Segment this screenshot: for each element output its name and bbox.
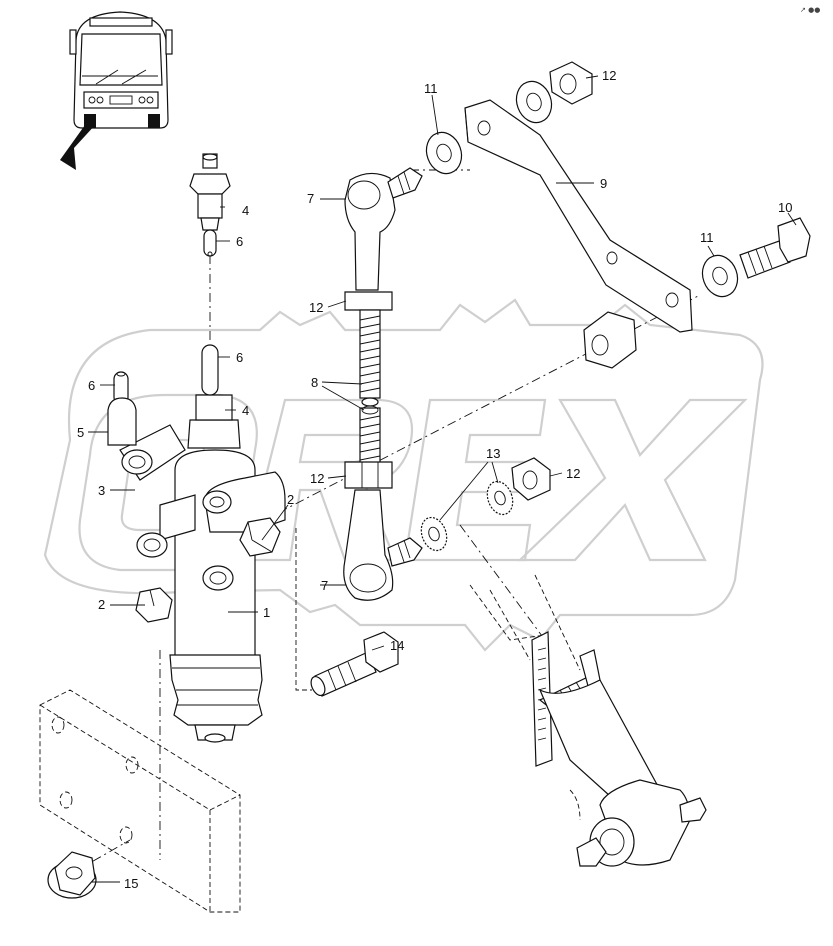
leader-lines bbox=[88, 75, 797, 883]
callout-6-left: 6 bbox=[88, 378, 95, 393]
callout-7-upper: 7 bbox=[307, 191, 314, 206]
callout-1: 1 bbox=[263, 605, 270, 620]
bus-icon bbox=[60, 11, 173, 170]
callouts: 1 2 2 3 4 4 5 6 6 6 7 7 8 9 10 11 11 12 … bbox=[77, 68, 792, 891]
callout-12-rod-upper: 12 bbox=[309, 300, 323, 315]
hex-nut-bracket bbox=[583, 311, 637, 369]
callout-8: 8 bbox=[311, 375, 318, 390]
callout-12-rod-lower: 12 bbox=[310, 471, 324, 486]
callout-10: 10 bbox=[778, 200, 792, 215]
callout-9: 9 bbox=[600, 176, 607, 191]
callout-6-upper: 6 bbox=[236, 234, 243, 249]
callout-15: 15 bbox=[124, 876, 138, 891]
callout-14: 14 bbox=[390, 638, 404, 653]
callout-2-right: 2 bbox=[287, 492, 294, 507]
left-fitting bbox=[107, 371, 137, 446]
upper-fitting bbox=[189, 153, 231, 257]
rod-end-lower bbox=[343, 489, 423, 601]
bracket bbox=[464, 99, 693, 333]
bolt-10 bbox=[701, 217, 811, 298]
callout-4-lower: 4 bbox=[242, 403, 249, 418]
top-washers-nut bbox=[425, 61, 593, 175]
callout-7-lower: 7 bbox=[321, 578, 328, 593]
callout-11-right: 11 bbox=[700, 230, 714, 245]
callout-12-right: 12 bbox=[566, 466, 580, 481]
callout-4-upper: 4 bbox=[242, 203, 249, 218]
callout-12-top: 12 bbox=[602, 68, 616, 83]
callout-5: 5 bbox=[77, 425, 84, 440]
rod-end-upper bbox=[344, 167, 423, 291]
callout-13: 13 bbox=[486, 446, 500, 461]
threaded-rod bbox=[344, 291, 393, 489]
callout-2-left: 2 bbox=[98, 597, 105, 612]
callout-11-top: 11 bbox=[424, 81, 438, 96]
flange-nut bbox=[47, 851, 97, 899]
lock-washers bbox=[420, 457, 551, 552]
plug-right bbox=[239, 517, 281, 557]
plug-left bbox=[135, 587, 173, 623]
bolt-14 bbox=[310, 631, 399, 697]
linkage-assembly bbox=[469, 574, 707, 867]
valve-body bbox=[119, 344, 286, 743]
callout-3: 3 bbox=[98, 483, 105, 498]
mounting-plate bbox=[39, 689, 241, 913]
callout-6-middle: 6 bbox=[236, 350, 243, 365]
corner-mark: ↗ ●● bbox=[800, 6, 820, 14]
